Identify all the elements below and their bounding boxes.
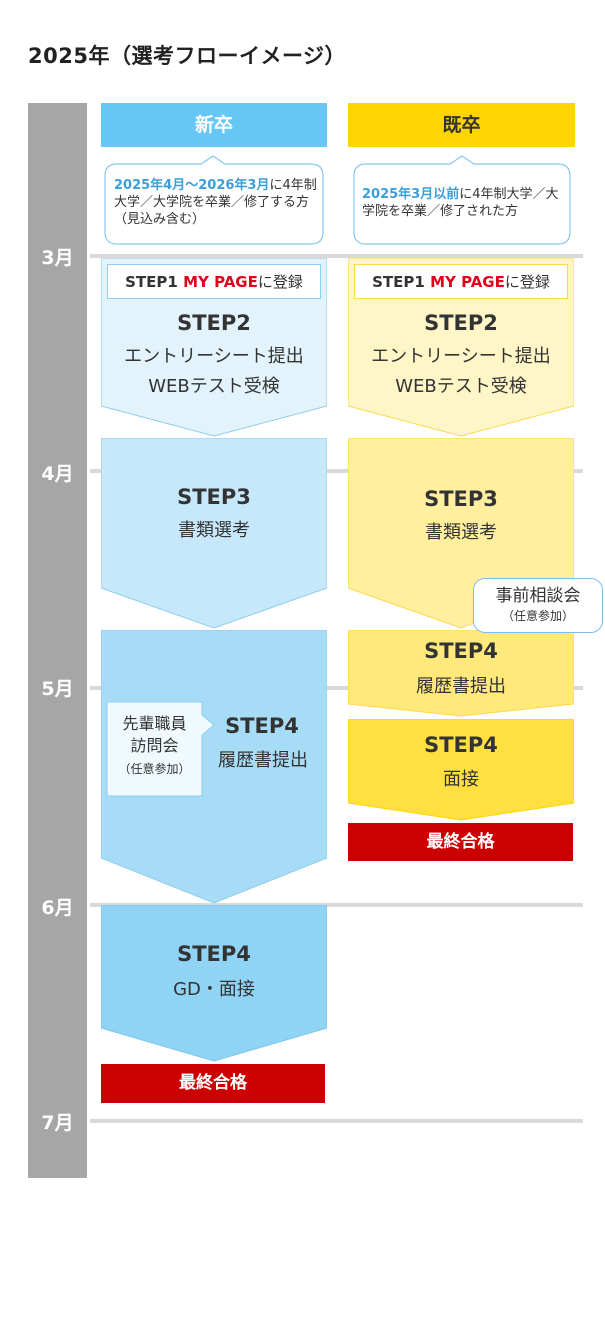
step4-interview-title-mid-career: STEP4 xyxy=(424,733,498,757)
step4-interview-shape-mid-career xyxy=(348,719,574,821)
step1-label: STEP1 xyxy=(125,273,184,291)
note-text: 2025年3月以前に4年制大学／大学院を卒業／修了された方 xyxy=(362,186,567,220)
consult-line1: 事前相談会 xyxy=(495,586,581,606)
month-label-may: 5月 xyxy=(41,678,74,700)
gridline-march xyxy=(90,254,583,258)
gridline-july xyxy=(90,1119,583,1123)
note-bubble-shape xyxy=(353,155,571,245)
step3-line1-new-grad: 書類選考 xyxy=(178,520,250,541)
step3-title-new-grad: STEP3 xyxy=(177,485,251,509)
visit-line1: 先輩職員 xyxy=(122,714,187,733)
step2-shape-mid-career xyxy=(348,258,574,437)
step4-resume-line1-new-grad: 履歴書提出 xyxy=(218,750,308,771)
step2-line1-mid-career: エントリーシート提出 xyxy=(371,346,551,367)
gridline-june xyxy=(90,903,583,907)
register-text: に登録 xyxy=(504,273,550,291)
consultation-callout-mid-career: 事前相談会 （任意参加） xyxy=(473,578,603,633)
step4-gd-title-new-grad: STEP4 xyxy=(177,942,251,966)
step3-line1-mid-career: 書類選考 xyxy=(425,522,497,543)
mypage-text: MY PAGE xyxy=(430,273,505,291)
month-label-june: 6月 xyxy=(41,897,74,919)
column-header-new-grad: 新卒 xyxy=(101,103,327,147)
note-description: に4年制大学／大学院を卒業／修了する方（見込み含む） xyxy=(114,178,317,227)
column-header-mid-career: 既卒 xyxy=(348,103,575,147)
step3-shape-new-grad xyxy=(101,438,327,629)
note-date-highlight: 2025年4月〜2026年3月 xyxy=(114,178,270,193)
visit-line3: （任意参加） xyxy=(118,762,191,776)
final-pass-mid-career: 最終合格 xyxy=(348,823,573,861)
consult-line2: （任意参加） xyxy=(501,609,574,623)
step2-line1-new-grad: エントリーシート提出 xyxy=(124,346,304,367)
step4-resume-title-mid-career: STEP4 xyxy=(424,639,498,663)
page-title: 2025年（選考フローイメージ） xyxy=(28,44,347,68)
step2-line2-mid-career: WEBテスト受検 xyxy=(395,376,527,397)
step2-shape-new-grad xyxy=(101,258,327,437)
month-label-march: 3月 xyxy=(41,247,74,269)
step1-mypage-new-grad: STEP1 MY PAGEに登録 xyxy=(107,264,321,299)
step3-title-mid-career: STEP3 xyxy=(424,487,498,511)
note-text: 2025年4月〜2026年3月に4年制大学／大学院を卒業／修了する方（見込み含む… xyxy=(114,177,319,228)
step4-interview-line1-mid-career: 面接 xyxy=(443,769,479,790)
note-date-highlight: 2025年3月以前 xyxy=(362,187,460,202)
step4-gd-line1-new-grad: GD・面接 xyxy=(173,979,255,1000)
step1-mypage-mid-career: STEP1 MY PAGEに登録 xyxy=(354,264,568,299)
timeline-bar xyxy=(28,103,87,1178)
final-pass-new-grad: 最終合格 xyxy=(101,1064,325,1103)
step1-label: STEP1 xyxy=(372,273,431,291)
mypage-text: MY PAGE xyxy=(183,273,258,291)
visit-callout-shape xyxy=(106,701,215,797)
step2-line2-new-grad: WEBテスト受検 xyxy=(148,376,280,397)
month-label-april: 4月 xyxy=(41,463,74,485)
eligibility-note-mid-career: 2025年3月以前に4年制大学／大学院を卒業／修了された方 xyxy=(352,154,572,246)
visit-callout-new-grad: 先輩職員 訪問会 （任意参加） xyxy=(106,701,216,797)
step2-title-new-grad: STEP2 xyxy=(177,311,251,335)
step4-resume-line1-mid-career: 履歴書提出 xyxy=(416,676,506,697)
note-description: に4年制大学／大学院を卒業／修了された方 xyxy=(362,187,559,219)
month-label-july: 7月 xyxy=(41,1112,74,1134)
gridline-april xyxy=(90,469,583,473)
step4-gd-shape-new-grad xyxy=(101,905,327,1062)
step4-resume-shape-mid-career xyxy=(348,630,574,717)
register-text: に登録 xyxy=(257,273,303,291)
step4-resume-shape-new-grad xyxy=(101,630,327,904)
step4-resume-title-new-grad: STEP4 xyxy=(225,714,299,738)
gridline-may xyxy=(90,686,583,690)
step2-title-mid-career: STEP2 xyxy=(424,311,498,335)
visit-line2: 訪問会 xyxy=(130,736,179,755)
note-bubble-shape xyxy=(104,155,324,245)
eligibility-note-new-grad: 2025年4月〜2026年3月に4年制大学／大学院を卒業／修了する方（見込み含む… xyxy=(103,154,325,246)
